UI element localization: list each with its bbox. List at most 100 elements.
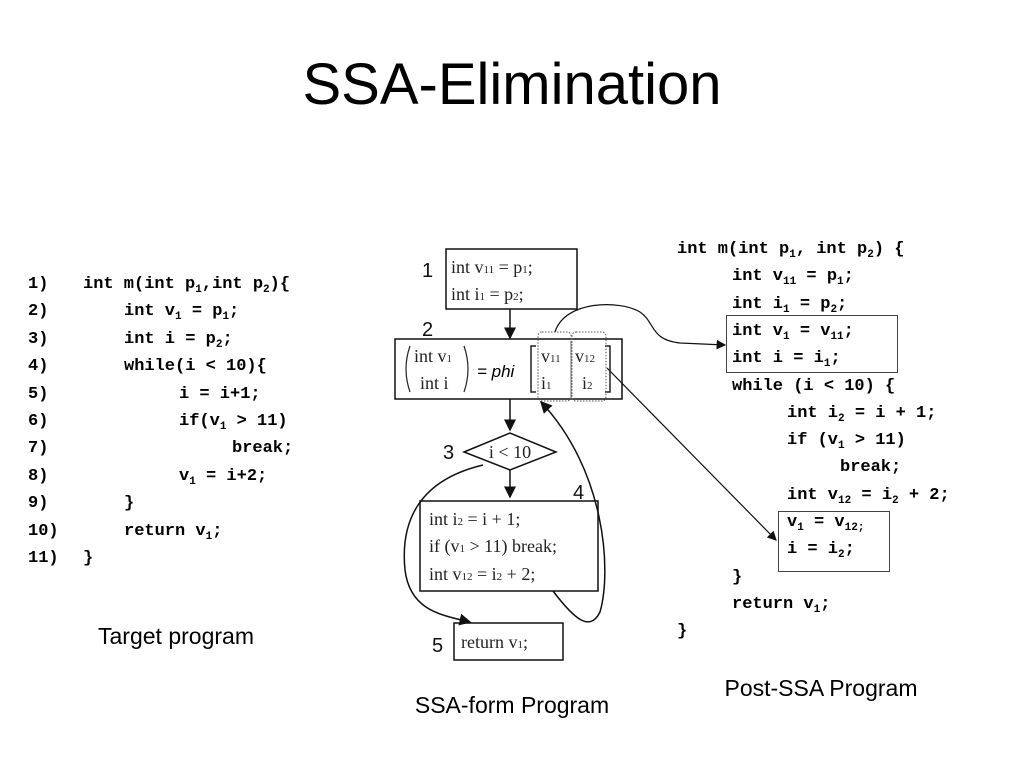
code-line: return v1; [732, 595, 830, 622]
phi-arg-i2: i2 [582, 373, 593, 393]
subscript: 1 [823, 358, 831, 371]
line-number: 7) [28, 439, 49, 459]
code-line: int i = i1; [732, 349, 841, 376]
line-number: 4) [28, 357, 49, 377]
code-text: = i [851, 485, 893, 505]
code-text: ,int p [201, 275, 264, 294]
code-text: , int p [795, 240, 868, 259]
code-text: ; [844, 540, 855, 560]
subscript: 1 [797, 522, 804, 534]
code-text: int v [732, 267, 784, 287]
code-text: = p [796, 267, 838, 287]
code-text: ; [820, 594, 831, 614]
code-text: > 11) [844, 431, 906, 451]
block-1-number: 1 [422, 260, 433, 282]
phi-column-2-highlight [571, 331, 607, 402]
subscript: 2 [830, 303, 838, 316]
code-line: int i1 = p2; [732, 295, 847, 322]
code-text: int v [787, 485, 839, 505]
code-text: } [732, 567, 743, 587]
code-text: int v [732, 321, 784, 341]
code-text: } [124, 494, 135, 514]
line-number: 11) [28, 549, 59, 568]
code-text: if(v [179, 412, 220, 431]
line-number: 6) [28, 412, 49, 431]
phi-arg-i1: i1 [541, 373, 552, 393]
code-line: int m(int p1,int p2){ [83, 275, 290, 302]
subscript: 1 [783, 330, 790, 343]
code-text: while (i < 10) { [732, 376, 896, 396]
code-text: return v [124, 521, 206, 541]
code-line: int m(int p1, int p2) { [677, 240, 904, 267]
code-line: int v11 = p1; [732, 267, 854, 294]
subscript: 1 [838, 440, 845, 453]
code-text: = v [789, 321, 831, 341]
line-number: 5) [28, 384, 49, 404]
block-1-line2: int i1 = p2; [451, 284, 524, 304]
subscript: 2 [215, 338, 223, 351]
code-line: int v1 = v11; [732, 322, 854, 349]
code-text: ; [843, 267, 854, 287]
block-4-line1: int i2 = i + 1; [429, 509, 520, 529]
code-line: break; [840, 458, 901, 485]
code-text: } [83, 549, 94, 568]
subscript: 1 [222, 311, 230, 324]
code-line: return v1; [124, 522, 222, 549]
block-4-number: 4 [573, 482, 584, 504]
slide-title: SSA-Elimination [302, 52, 722, 117]
subscript: 1 [837, 276, 844, 289]
code-text: = i + 1; [844, 403, 937, 423]
code-line: if(v1 > 11) [179, 412, 288, 439]
subscript: 1 [219, 421, 227, 433]
block-2-box [394, 338, 623, 400]
subscript: 1 [189, 475, 196, 488]
code-text: ; [843, 321, 854, 341]
code-line: int i = p2; [124, 330, 233, 357]
block-4-box [419, 500, 599, 592]
code-line: while(i < 10){ [124, 357, 267, 384]
line-number: 3) [28, 329, 49, 349]
subscript: 2 [838, 412, 845, 425]
code-text: while(i < 10){ [124, 357, 267, 377]
code-text: v [787, 513, 798, 532]
code-text: int m(int p [677, 240, 790, 259]
block-3-number: 3 [443, 442, 454, 464]
code-line: int i2 = i + 1; [787, 404, 936, 431]
phi-lhs-1: int v1 [414, 346, 452, 366]
code-text: ; [212, 521, 223, 541]
left-paren [405, 345, 411, 393]
phi-function: = phi [477, 362, 516, 381]
subscript: 1 [175, 311, 182, 324]
edge-4-2-backedge [539, 400, 606, 623]
subscript: 11 [783, 276, 797, 289]
code-text: + 2; [898, 485, 950, 505]
subscript: 1 [205, 530, 213, 543]
code-text: if (v [787, 431, 839, 451]
block-5-number: 5 [432, 635, 443, 657]
code-line: break; [232, 439, 293, 466]
subscript: 1 [813, 603, 821, 616]
code-line: int v1 = p1; [124, 302, 239, 329]
code-text: i = i+1; [179, 384, 261, 404]
arrow-phi-col1-to-entry-copies [554, 304, 727, 350]
caption-ssa-form-program: SSA-form Program [414, 692, 610, 718]
phi-lhs-2: int i [420, 373, 449, 393]
code-line: i = i+1; [179, 385, 261, 412]
phi-arg-v11: v11 [541, 346, 561, 366]
subscript: 12 [838, 494, 852, 507]
code-text: = p [789, 294, 831, 314]
phi-copy-box-loop [778, 511, 890, 572]
line-number: 8) [28, 466, 49, 486]
caption-target-program: Target program [98, 623, 254, 649]
code-text: ; [229, 302, 240, 322]
subscript: 12; [844, 522, 865, 534]
code-text: = i+2; [195, 466, 268, 486]
block-5-box [453, 622, 564, 661]
subscript: 1 [783, 303, 790, 316]
code-text: = p [181, 302, 223, 322]
code-text: > 11) [226, 412, 288, 431]
block-4-line2: if (v1 > 11) break; [429, 536, 557, 557]
code-text: break; [232, 439, 294, 459]
